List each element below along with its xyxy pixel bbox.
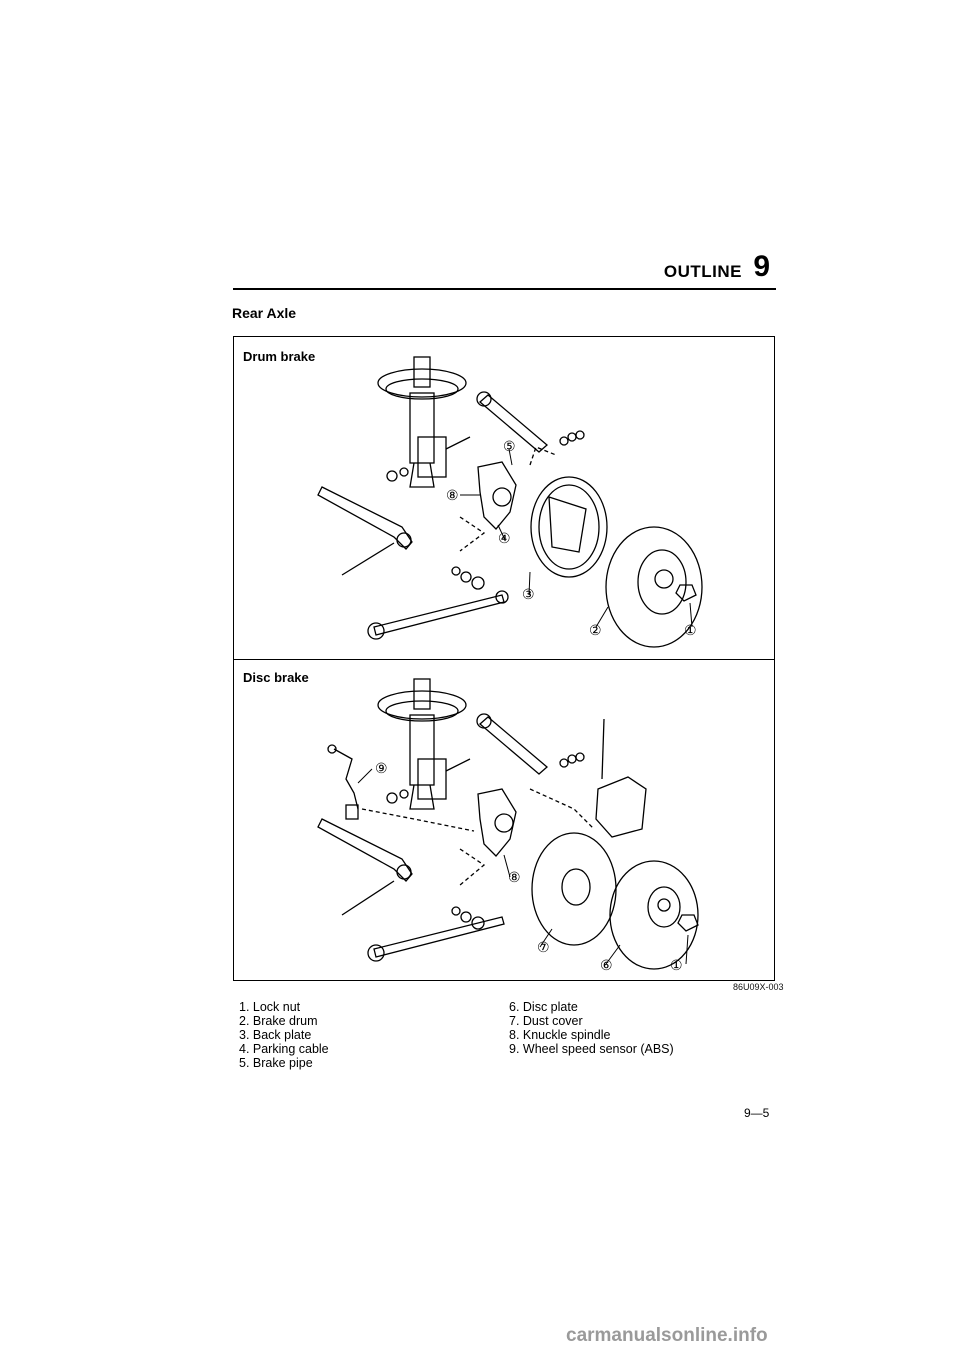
trailing-link: [317, 486, 413, 550]
dust-cover: [531, 832, 617, 946]
legend-item: 3. Back plate: [239, 1028, 312, 1042]
legend-left: 1. Lock nut 2. Brake drum 3. Back plate …: [239, 1000, 329, 1070]
callout-9: ⑨: [375, 760, 388, 776]
callout-1: ①: [670, 957, 683, 973]
legend-item: 4. Parking cable: [239, 1042, 329, 1056]
page-number: 9—5: [744, 1106, 770, 1120]
lower-lateral-link: [373, 594, 505, 636]
drum-brake-diagram: [317, 356, 703, 648]
upper-lateral-link: [479, 394, 548, 453]
legend-item: 7. Dust cover: [509, 1014, 583, 1028]
brake-drum: [605, 526, 703, 648]
legend-item: 9. Wheel speed sensor (ABS): [509, 1042, 674, 1056]
legend-item: 5. Brake pipe: [239, 1056, 313, 1070]
header-section-number: 9: [753, 250, 770, 283]
header-section-word: OUTLINE: [663, 262, 742, 281]
callout-1: ①: [684, 622, 697, 638]
strut-spring-seat: [377, 368, 467, 398]
watermark: carmanualsonline.info: [566, 1325, 768, 1346]
legend-item: 1. Lock nut: [239, 1000, 301, 1014]
section-title: Rear Axle: [232, 305, 297, 321]
callout-3: ③: [522, 586, 535, 602]
callout-5: ⑤: [503, 438, 516, 454]
bolt-lower: [341, 542, 395, 576]
drum-brake-label: Drum brake: [243, 349, 316, 364]
page-header: OUTLINE 9: [233, 250, 776, 290]
callout-7: ⑦: [537, 939, 550, 955]
strut-body: [409, 392, 435, 464]
callout-8: ⑧: [446, 487, 459, 503]
callout-4: ④: [498, 530, 511, 546]
callout-2: ②: [589, 622, 602, 638]
legend-item: 6. Disc plate: [509, 1000, 578, 1014]
disc-plate: [609, 860, 699, 970]
abs-sensor-wire: [333, 748, 359, 810]
callout-8: ⑧: [508, 869, 521, 885]
disc-brake-label: Disc brake: [243, 670, 309, 685]
back-plate: [530, 476, 608, 578]
panel-divider: [234, 659, 774, 660]
lock-nut: [675, 584, 697, 602]
bolt-upper: [445, 436, 471, 450]
knuckle: [477, 461, 517, 530]
callout-6: ⑥: [600, 957, 613, 973]
disc-brake-diagram: [317, 678, 699, 970]
figure-frame: Drum brake: [233, 336, 775, 981]
legend-item: 8. Knuckle spindle: [509, 1028, 611, 1042]
figure-code: 86U09X-003: [733, 982, 784, 992]
legend-item: 2. Brake drum: [239, 1014, 318, 1028]
legend-right: 6. Disc plate 7. Dust cover 8. Knuckle s…: [509, 1000, 674, 1056]
caliper: [595, 776, 647, 838]
